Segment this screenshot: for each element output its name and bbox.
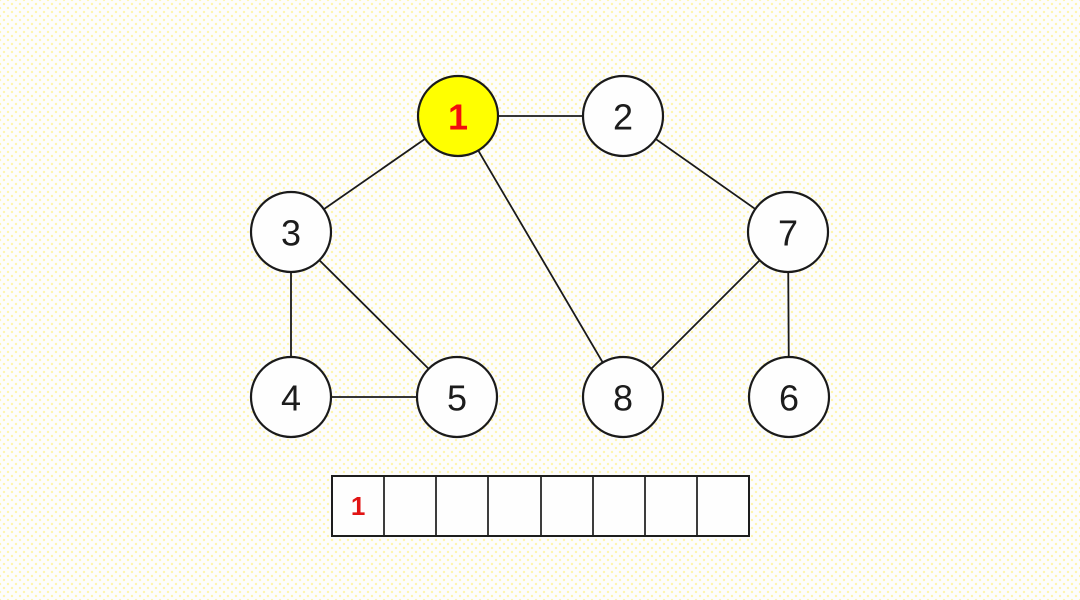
graph-node-5: 5 xyxy=(415,355,499,439)
array-cell-3 xyxy=(487,477,539,535)
graph-node-circle-7 xyxy=(746,190,830,274)
graph-node-circle-8 xyxy=(581,355,665,439)
graph-node-4: 4 xyxy=(249,355,333,439)
array-cell-5 xyxy=(591,477,644,535)
graph-node-3: 3 xyxy=(249,190,333,274)
graph-edges-layer xyxy=(290,115,790,398)
graph-node-2: 2 xyxy=(581,74,665,158)
graph-node-circle-3 xyxy=(249,190,333,274)
array-cell-7 xyxy=(695,477,748,535)
array-cell-4 xyxy=(539,477,592,535)
array-cell-0: 1 xyxy=(350,490,366,521)
graph-node-label-3: 3 xyxy=(281,213,301,254)
graph-node-label-6: 6 xyxy=(779,378,799,419)
graph-node-label-8: 8 xyxy=(613,378,633,419)
graph-node-label-2: 2 xyxy=(613,97,633,138)
graph-edge-1-8 xyxy=(457,115,624,398)
graph-node-circle-6 xyxy=(747,355,831,439)
graph-node-7: 7 xyxy=(746,190,830,274)
graph-node-label-5: 5 xyxy=(447,378,467,419)
array-cell-2 xyxy=(435,477,487,535)
graph-node-6: 6 xyxy=(747,355,831,439)
graph-node-1: 1 xyxy=(416,74,500,158)
array-cell-1 xyxy=(383,477,435,535)
graph-node-8: 8 xyxy=(581,355,665,439)
graph-node-circle-5 xyxy=(415,355,499,439)
array-cell-6 xyxy=(643,477,696,535)
traversal-array: 1 xyxy=(331,475,750,537)
graph-node-circle-2 xyxy=(581,74,665,158)
graph-node-circle-4 xyxy=(249,355,333,439)
graph-node-label-4: 4 xyxy=(281,378,301,419)
graph-nodes-layer: 1 2 3 7 4 5 8 6 xyxy=(249,74,831,439)
graph-node-circle-1 xyxy=(416,74,500,158)
graph-node-label-7: 7 xyxy=(778,213,798,254)
graph-node-label-1: 1 xyxy=(448,97,468,138)
